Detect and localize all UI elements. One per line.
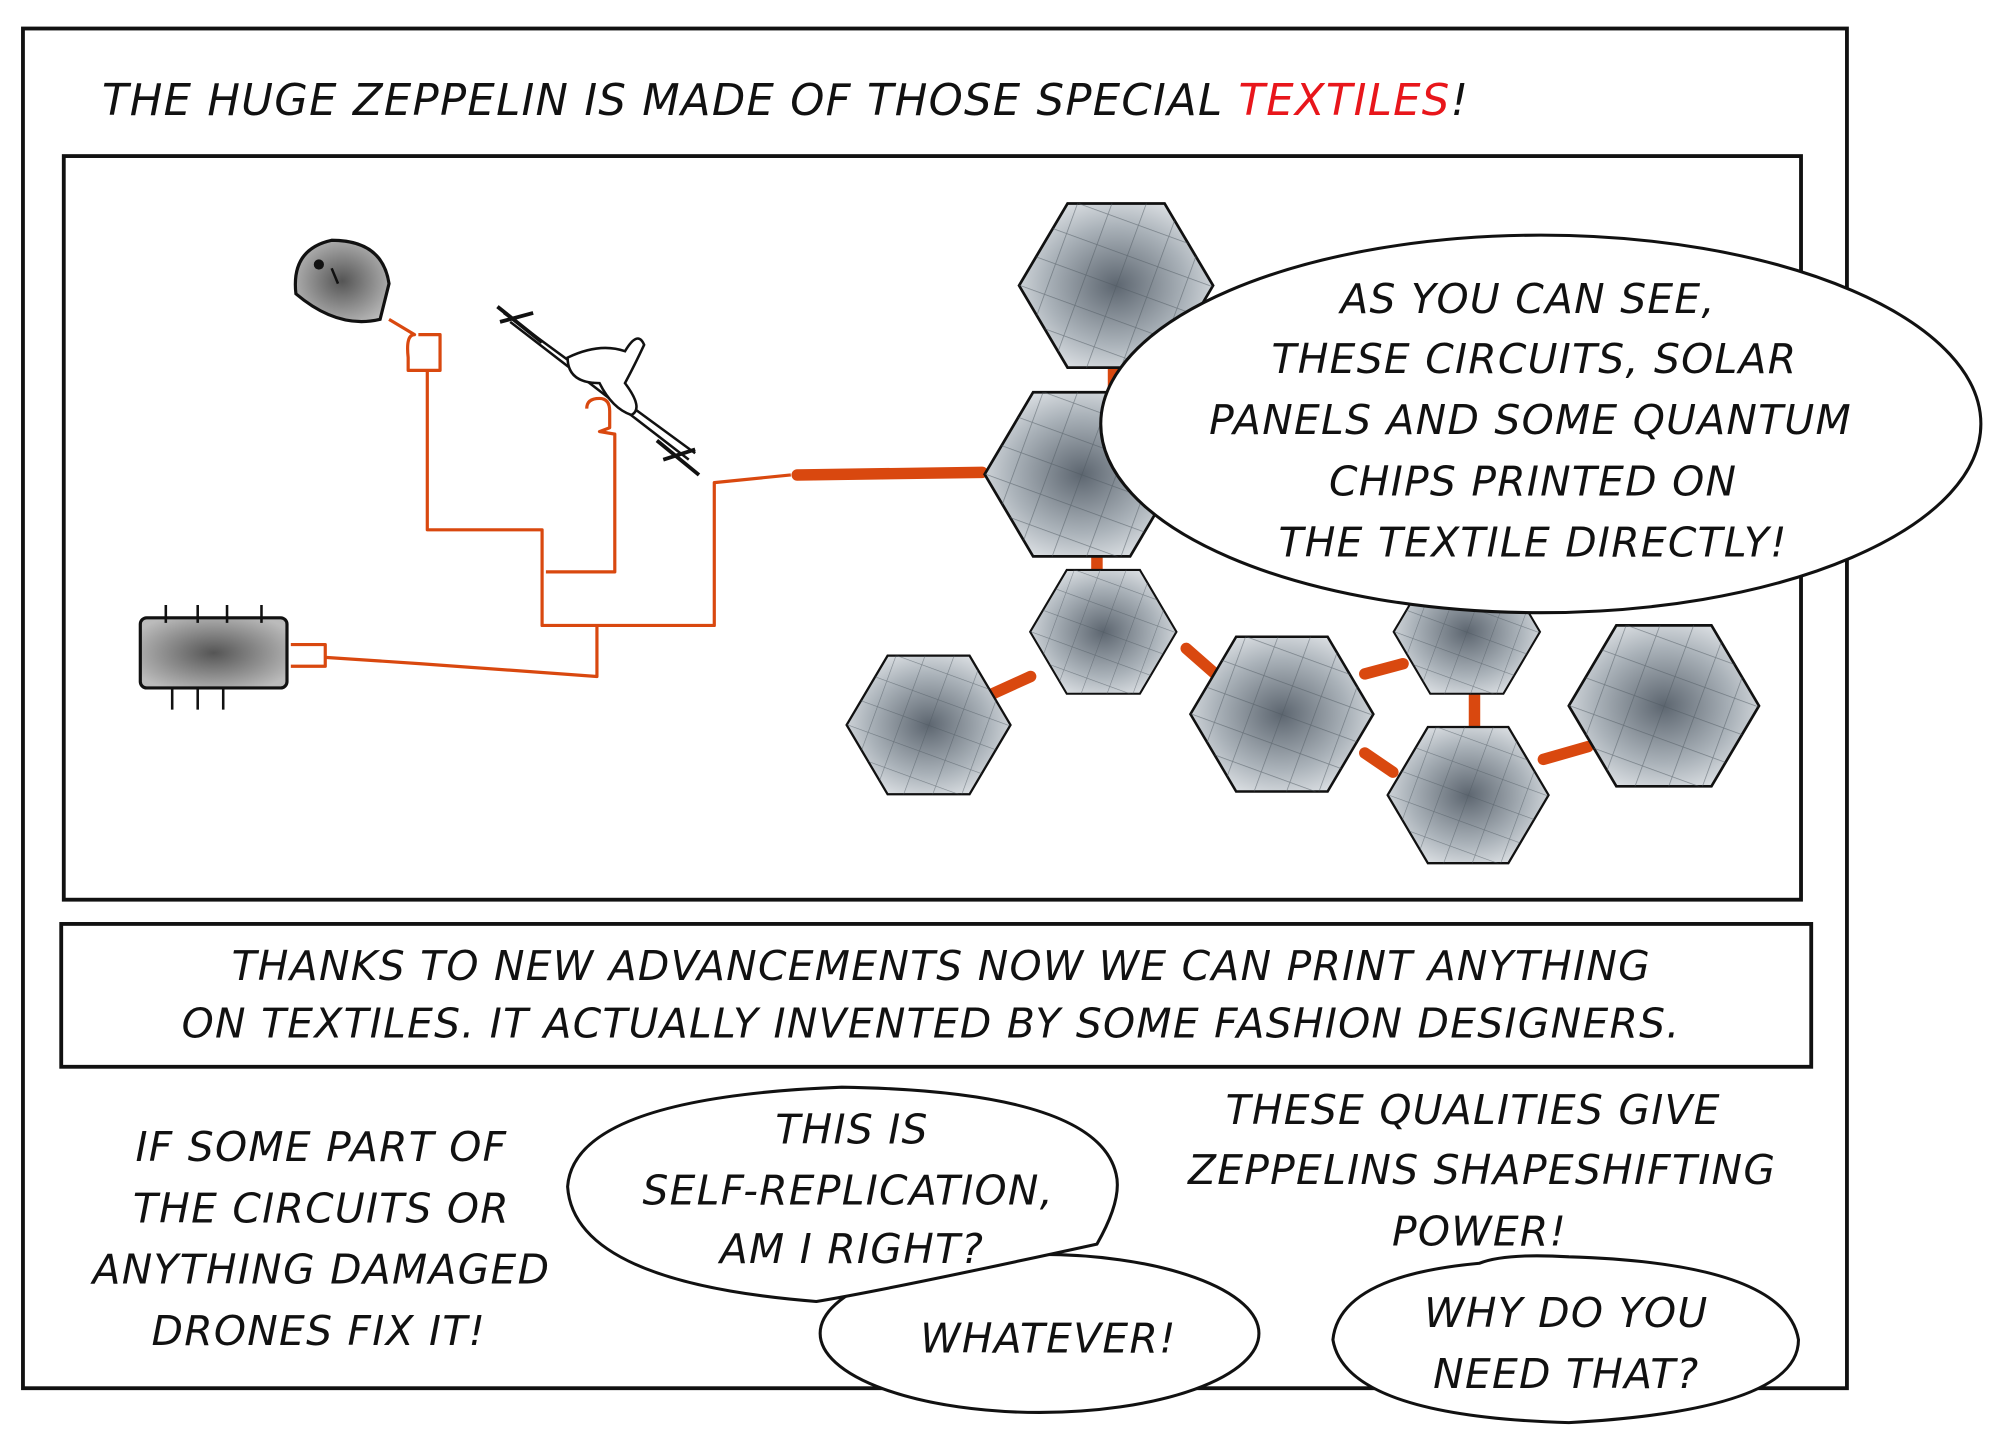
svg-text:ON TEXTILES. IT ACTUALLY INVEN: ON TEXTILES. IT ACTUALLY INVENTED BY SOM… <box>182 999 1681 1047</box>
speech-bubble-why: WHY DO YOU NEED THAT? <box>1331 1254 1801 1425</box>
svg-text:THE TEXTILE DIRECTLY!: THE TEXTILE DIRECTLY! <box>1279 519 1788 567</box>
svg-text:NEED THAT?: NEED THAT? <box>1433 1350 1699 1398</box>
svg-text:DRONES FIX IT!: DRONES FIX IT! <box>152 1307 487 1355</box>
drone-icon <box>496 305 701 477</box>
svg-text:PANELS AND SOME QUANTUM: PANELS AND SOME QUANTUM <box>1209 396 1852 444</box>
svg-text:IF SOME PART OF: IF SOME PART OF <box>136 1123 508 1171</box>
solar-panel-hexagon-icon <box>1028 568 1179 696</box>
svg-text:THIS IS: THIS IS <box>775 1105 928 1153</box>
satellite-dish-icon <box>293 238 391 324</box>
svg-text:AM I RIGHT?: AM I RIGHT? <box>717 1225 984 1273</box>
solar-panel-hexagon-icon <box>1567 623 1761 788</box>
panel-title: THE HUGE ZEPPELIN IS MADE OF THOSE SPECI… <box>102 76 1469 126</box>
svg-text:ZEPPELINS SHAPESHIFTING: ZEPPELINS SHAPESHIFTING <box>1187 1146 1776 1194</box>
svg-text:CHIPS PRINTED ON: CHIPS PRINTED ON <box>1329 457 1737 505</box>
circuit-wires <box>290 317 1594 778</box>
svg-text:WHY DO YOU: WHY DO YOU <box>1424 1289 1708 1337</box>
narration-shapeshifting: THESE QUALITIES GIVE ZEPPELINS SHAPESHIF… <box>1187 1086 1776 1255</box>
svg-text:SELF-REPLICATION,: SELF-REPLICATION, <box>642 1167 1054 1215</box>
solar-panel-hexagon-icon <box>845 654 1012 796</box>
svg-text:AS YOU CAN SEE,: AS YOU CAN SEE, <box>1337 275 1715 323</box>
speech-bubble-explanation: AS YOU CAN SEE, THESE CIRCUITS, SOLAR PA… <box>1099 233 1983 615</box>
svg-text:THANKS TO NEW ADVANCEMENTS NOW: THANKS TO NEW ADVANCEMENTS NOW WE CAN PR… <box>232 942 1651 990</box>
svg-text:THE CIRCUITS OR: THE CIRCUITS OR <box>133 1184 510 1232</box>
chip-icon <box>138 605 289 710</box>
caption-text: THANKS TO NEW ADVANCEMENTS NOW WE CAN PR… <box>182 942 1681 1047</box>
solar-panel-hexagon-icon <box>1386 725 1551 865</box>
speech-bubble-whatever: WHATEVER! <box>818 1252 1261 1414</box>
svg-text:WHATEVER!: WHATEVER! <box>920 1314 1177 1362</box>
svg-text:POWER!: POWER! <box>1392 1207 1567 1255</box>
speech-bubble-question: THIS IS SELF-REPLICATION, AM I RIGHT? <box>566 1085 1119 1304</box>
narration-drones: IF SOME PART OF THE CIRCUITS OR ANYTHING… <box>90 1123 551 1355</box>
svg-text:ANYTHING DAMAGED: ANYTHING DAMAGED <box>90 1246 551 1294</box>
svg-text:THESE QUALITIES GIVE: THESE QUALITIES GIVE <box>1226 1086 1721 1134</box>
svg-text:THESE CIRCUITS, SOLAR: THESE CIRCUITS, SOLAR <box>1272 335 1798 383</box>
caption-box <box>59 922 1814 1069</box>
solar-panel-hexagon-icon <box>1189 635 1375 793</box>
